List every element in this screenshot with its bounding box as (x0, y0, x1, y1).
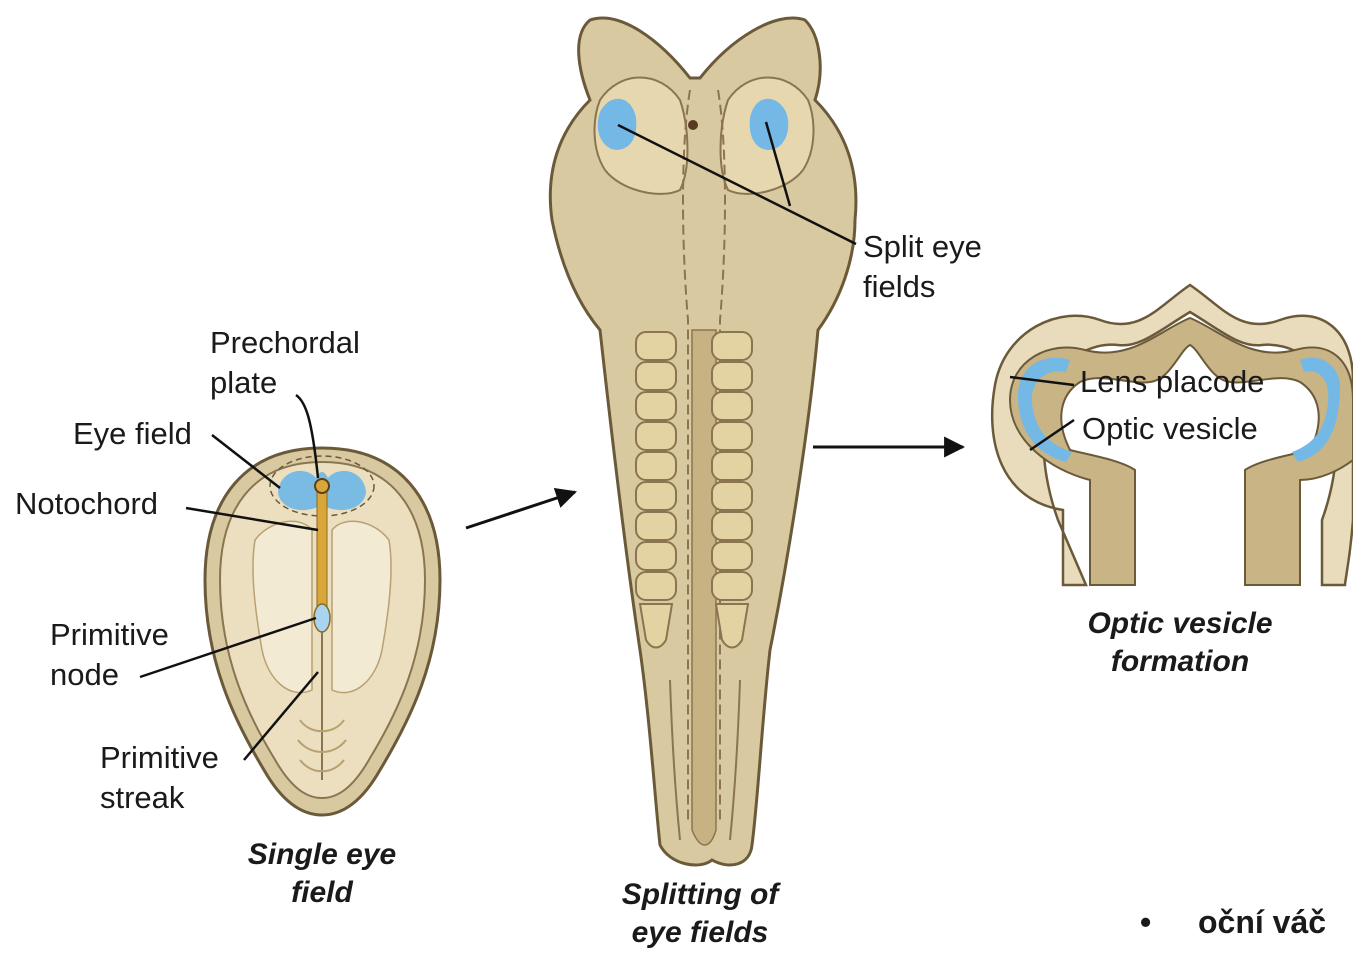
notochord-rod (317, 488, 327, 608)
label-primitive-streak-line2: streak (100, 778, 184, 818)
caption-single-line1: Single eye (222, 836, 422, 874)
embryo-single-eye-field (205, 448, 440, 815)
caption-optic-line2: formation (1050, 643, 1310, 681)
somites-left (636, 332, 676, 648)
label-split-line2: fields (863, 267, 935, 307)
label-optic-vesicle: Optic vesicle (1082, 409, 1258, 449)
label-primitive-node-line2: node (50, 655, 119, 695)
label-primitive-streak-line1: Primitive (100, 738, 219, 778)
label-prechordal-line2: plate (210, 363, 277, 403)
bullet-text: oční váč (1198, 902, 1353, 942)
label-primitive-node-line1: Primitive (50, 615, 169, 655)
caption-splitting-line1: Splitting of (580, 876, 820, 914)
label-split-line1: Split eye (863, 227, 982, 267)
midline-dot (688, 120, 698, 130)
primitive-node-shape (314, 604, 330, 632)
caption-splitting-line2: eye fields (580, 914, 820, 952)
label-prechordal-line1: Prechordal (210, 323, 360, 363)
prechordal-plate-dot (315, 479, 329, 493)
label-eye-field: Eye field (73, 414, 192, 454)
arrow-to-splitting (466, 492, 575, 528)
caption-single-line2: field (222, 874, 422, 912)
embryo-splitting (550, 18, 856, 865)
somites-right (712, 332, 752, 648)
bullet-marker: • (1140, 902, 1151, 942)
label-notochord: Notochord (15, 484, 158, 524)
label-lens-placode: Lens placode (1080, 362, 1264, 402)
caption-optic-line1: Optic vesicle (1050, 605, 1310, 643)
